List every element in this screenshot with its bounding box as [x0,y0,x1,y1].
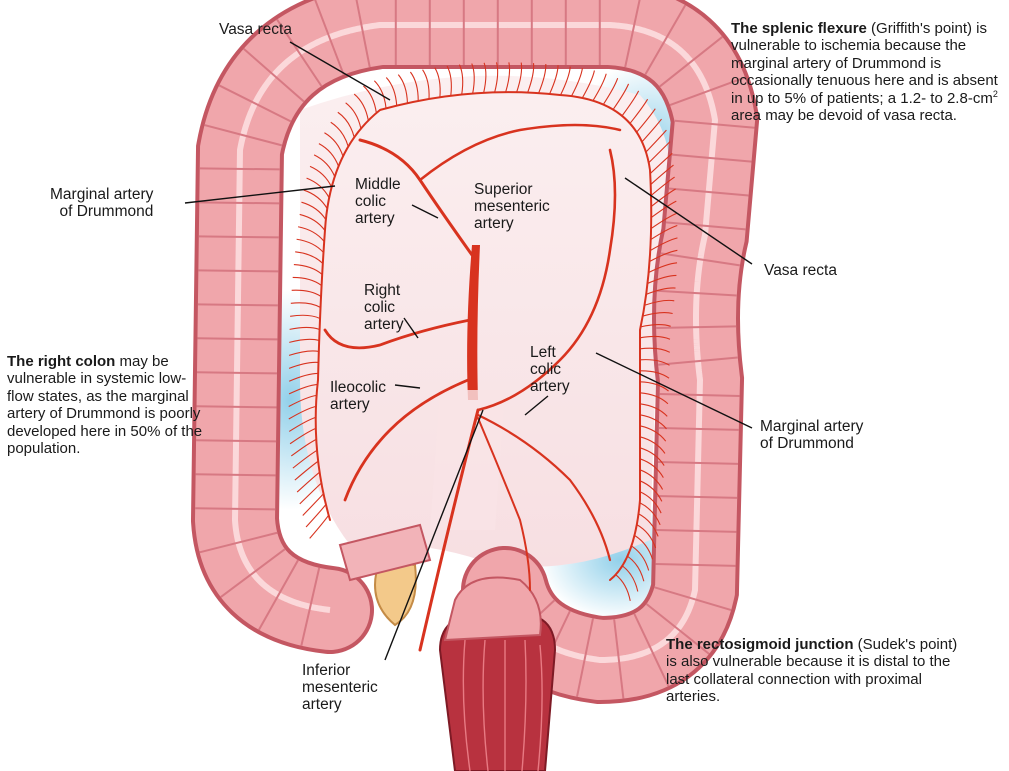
haustra-fold [197,372,277,373]
label-ileocolic-artery: Ileocolic artery [330,379,386,413]
vasa-recta-vessel [310,515,329,538]
note-splenic-sup: 2 [993,89,998,99]
label-left-colic-artery: Left colic artery [530,344,570,395]
note-right-colon-title: The right colon [7,353,115,370]
label-vasa-recta-top: Vasa recta [219,21,292,38]
label-marginal-artery-right: Marginal artery of Drummond [760,418,863,452]
note-splenic-title: The splenic flexure [731,20,867,37]
vasa-recta-vessel [306,505,326,527]
haustra-fold [198,270,278,271]
haustra-fold [196,474,276,475]
haustra-fold [197,406,277,407]
mesenteric-root [430,390,505,530]
label-marginal-artery-left: Marginal artery of Drummond [50,186,153,220]
haustra-fold [199,202,279,203]
haustra-fold [195,508,275,509]
label-vasa-recta-right: Vasa recta [764,262,837,279]
label-inferior-mesenteric-artery: Inferior mesenteric artery [302,662,378,713]
note-splenic-flexure: The splenic flexure (Griffith's point) i… [731,20,1003,124]
haustra-fold [200,168,280,169]
note-rectosigmoid-title: The rectosigmoid junction [666,636,854,653]
note-rectosigmoid-junction: The rectosigmoid junction (Sudek's point… [666,636,966,706]
haustra-fold [198,304,278,305]
haustra-fold [199,236,279,237]
haustra-fold [197,338,277,339]
label-middle-colic-artery: Middle colic artery [355,176,401,227]
sigmoid-rectum-junction [445,578,541,641]
haustra-fold [196,440,276,441]
note-right-colon: The right colon may be vulnerable in sys… [7,353,207,457]
label-superior-mesenteric-artery: Superior mesenteric artery [474,181,550,232]
label-right-colic-artery: Right colic artery [364,282,404,333]
note-splenic-body-2: area may be devoid of vasa recta. [731,107,957,124]
